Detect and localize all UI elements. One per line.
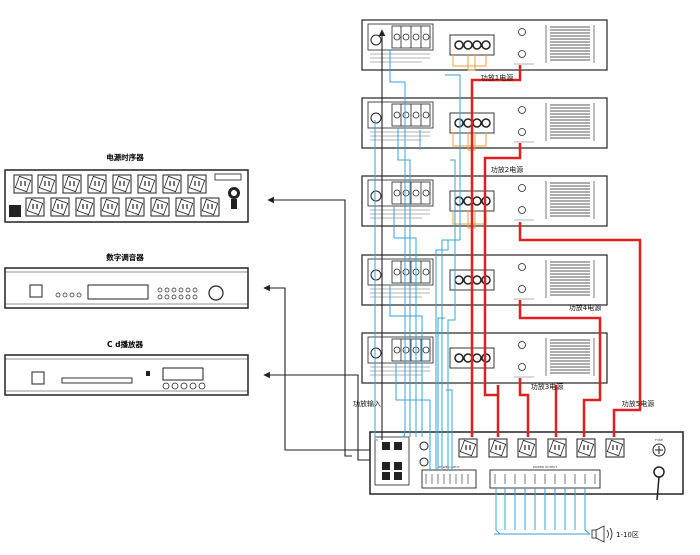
cd-player: C d播放器 xyxy=(4,339,249,396)
power-input-label: POWER INPUT xyxy=(438,465,459,469)
speaker-zones: 1-10区 xyxy=(591,525,639,543)
speaker-icon xyxy=(595,525,605,543)
power-distribution-unit: POWER INPUT POWER OUTPUT FUSE xyxy=(369,431,684,501)
sequencer-title: 电源时序器 xyxy=(106,152,144,162)
cd-player-title: C d播放器 xyxy=(107,339,143,349)
power-wires xyxy=(470,65,642,437)
amp-input-label: 功放输入 xyxy=(353,399,381,408)
mixer-title: 数字调音器 xyxy=(106,252,144,262)
outlet-6 xyxy=(605,438,625,458)
amp5-power-label: 功放5电源 xyxy=(622,399,654,408)
zones-label: 1-10区 xyxy=(616,531,639,539)
amp3-power-label: 功放3电源 xyxy=(531,382,563,391)
outlet-5 xyxy=(576,438,596,458)
outlet-2 xyxy=(488,438,508,458)
fuse-label: FUSE xyxy=(655,438,663,442)
signal-wires xyxy=(374,50,591,535)
power-sequencer: 电源时序器 xyxy=(4,152,249,223)
digital-mixer: 数字调音器 xyxy=(4,252,249,309)
amplifier-1 xyxy=(361,19,608,71)
amplifier-2 xyxy=(361,97,608,149)
amp4-power-label: 功放4电源 xyxy=(569,303,601,312)
power-output-label: POWER OUTPUT xyxy=(533,465,557,469)
outlet-1 xyxy=(458,438,478,458)
amp2-power-label: 功放2电源 xyxy=(491,165,523,174)
outlet-3 xyxy=(517,438,537,458)
connection-arrows xyxy=(263,29,386,461)
amp1-power-label: 功放1电源 xyxy=(481,73,513,82)
outlet-4 xyxy=(547,438,567,458)
